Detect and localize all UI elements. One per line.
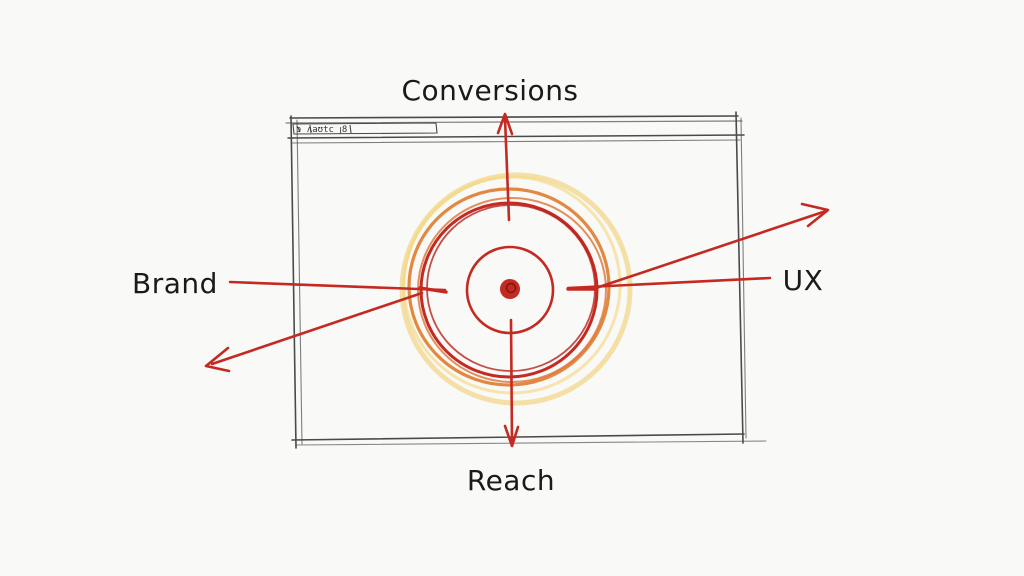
arrow-down-line (509, 318, 514, 444)
brand-line (228, 280, 447, 292)
arrow-down-head (503, 424, 520, 448)
address-bar-text: ɔ ʌaʊtc ꞁ8 (296, 125, 347, 135)
diagonal-arrow-left-head (204, 346, 231, 373)
address-bar (292, 122, 438, 135)
arrow-up-line (503, 116, 511, 222)
label-reach: Reach (467, 464, 555, 497)
label-conversions: Conversions (401, 74, 578, 107)
arrow-up-head (496, 112, 514, 136)
axis-arrows (204, 112, 830, 448)
diagonal-arrow-left-line (210, 291, 424, 366)
label-ux: UX (783, 264, 824, 297)
diagonal-arrow-right-line (594, 209, 828, 290)
label-brand: Brand (132, 267, 218, 300)
browser-window-sketch (285, 111, 767, 449)
brand-tick (418, 286, 448, 294)
diagonal-arrow-right-head (800, 202, 830, 228)
bullseye-center (500, 279, 520, 299)
